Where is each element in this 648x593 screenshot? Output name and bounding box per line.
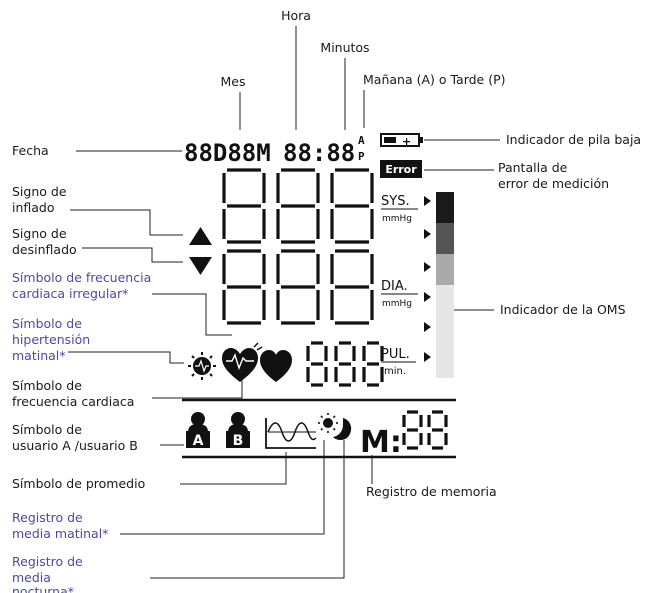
lcd-pm: P — [358, 150, 365, 163]
sys-label: SYS. — [381, 194, 410, 209]
oms-level-segment — [436, 192, 454, 223]
label-error-1: Pantalla de — [498, 160, 568, 175]
seven-segment-digit — [402, 410, 423, 450]
seven-segment-digit — [334, 341, 356, 387]
svg-text:+: + — [402, 135, 411, 148]
seven-segment-digit — [222, 249, 266, 325]
user-b-letter: B — [233, 433, 244, 449]
irregular-heartbeat-icon — [222, 342, 263, 382]
oms-level-segment — [436, 254, 454, 285]
seven-segment-digit — [330, 249, 374, 325]
morning-average-sun-icon — [318, 413, 338, 433]
label-error-2: error de medición — [498, 176, 609, 191]
pulse-digits — [306, 341, 384, 387]
error-badge-text: Error — [385, 163, 417, 176]
label-memoria: Registro de memoria — [366, 484, 497, 499]
seven-segment-digit — [276, 168, 320, 244]
oms-level-segment — [436, 316, 454, 347]
pul-unit: min. — [384, 366, 406, 377]
label-pila-baja: Indicador de pila baja — [506, 132, 641, 147]
label-minutos: Minutos — [320, 40, 369, 55]
memory-digits — [402, 410, 448, 450]
pul-label: PUL. — [381, 347, 410, 362]
lcd-panel: 88D88M 88:88 A P + Error SYS. mmHg DIA. … — [182, 133, 456, 460]
dia-label: DIA. — [381, 279, 408, 294]
oms-indicator-bar — [436, 192, 454, 378]
seven-segment-digit — [306, 341, 328, 387]
seven-segment-digit — [427, 410, 448, 450]
average-icon — [265, 418, 317, 449]
label-inflado-2: inflado — [12, 200, 55, 215]
label-fecha: Fecha — [12, 143, 49, 158]
label-matinal-2: media matinal* — [12, 526, 108, 541]
label-oms: Indicador de la OMS — [500, 302, 626, 317]
label-usuario-1: Símbolo de — [12, 422, 82, 437]
sun-hypertension-icon — [188, 352, 216, 380]
label-usuario-2: usuario A /usuario B — [12, 438, 138, 453]
label-mes: Mes — [221, 74, 246, 89]
label-nocturna-3: nocturna* — [12, 584, 74, 593]
label-am-pm: Mañana (A) o Tarde (P) — [363, 72, 506, 87]
label-hora: Hora — [281, 8, 311, 23]
seven-segment-digit — [276, 249, 320, 325]
user-a-letter: A — [193, 433, 204, 449]
error-badge — [380, 160, 422, 178]
oms-level-segment — [436, 347, 454, 378]
label-nocturna-2: media — [12, 570, 51, 585]
seven-segment-digit — [222, 168, 266, 244]
sys-unit: mmHg — [382, 214, 412, 224]
heart-icon — [260, 350, 292, 382]
label-desinflado-2: desinflado — [12, 242, 77, 257]
lcd-am: A — [358, 134, 365, 147]
lcd-date: 88D88M — [184, 139, 271, 167]
dia-unit: mmHg — [382, 299, 412, 309]
deflate-arrow-icon — [189, 257, 212, 275]
label-matinal-1: Registro de — [12, 510, 83, 525]
seven-segment-digit — [330, 168, 374, 244]
label-desinflado-1: Signo de — [12, 226, 67, 241]
label-hipertension-2: hipertensión — [12, 332, 90, 347]
label-hipertension-3: matinal* — [12, 348, 66, 363]
label-irregular-1: Símbolo de frecuencia — [12, 270, 151, 285]
sys-digits — [222, 168, 374, 244]
leader-lines — [68, 26, 500, 579]
label-irregular-2: cardiaca irregular* — [12, 286, 128, 301]
night-average-moon-icon — [333, 418, 352, 440]
user-a-icon: A — [186, 412, 210, 449]
memory-label: M: — [360, 425, 402, 460]
oms-arrows — [424, 196, 431, 362]
label-nocturna-1: Registro de — [12, 554, 83, 569]
label-inflado-1: Signo de — [12, 184, 67, 199]
label-hipertension-1: Símbolo de — [12, 316, 82, 331]
lcd-time: 88:88 — [283, 139, 355, 167]
oms-level-segment — [436, 223, 454, 254]
user-b-icon: B — [226, 412, 250, 449]
battery-low-icon: + — [380, 133, 423, 148]
oms-level-segment — [436, 285, 454, 316]
label-frecuencia-1: Símbolo de — [12, 378, 82, 393]
dia-digits — [222, 249, 374, 325]
seven-segment-digit — [362, 341, 384, 387]
label-promedio: Símbolo de promedio — [12, 476, 145, 491]
inflate-arrow-icon — [189, 227, 212, 245]
label-frecuencia-2: frecuencia cardiaca — [12, 394, 134, 409]
